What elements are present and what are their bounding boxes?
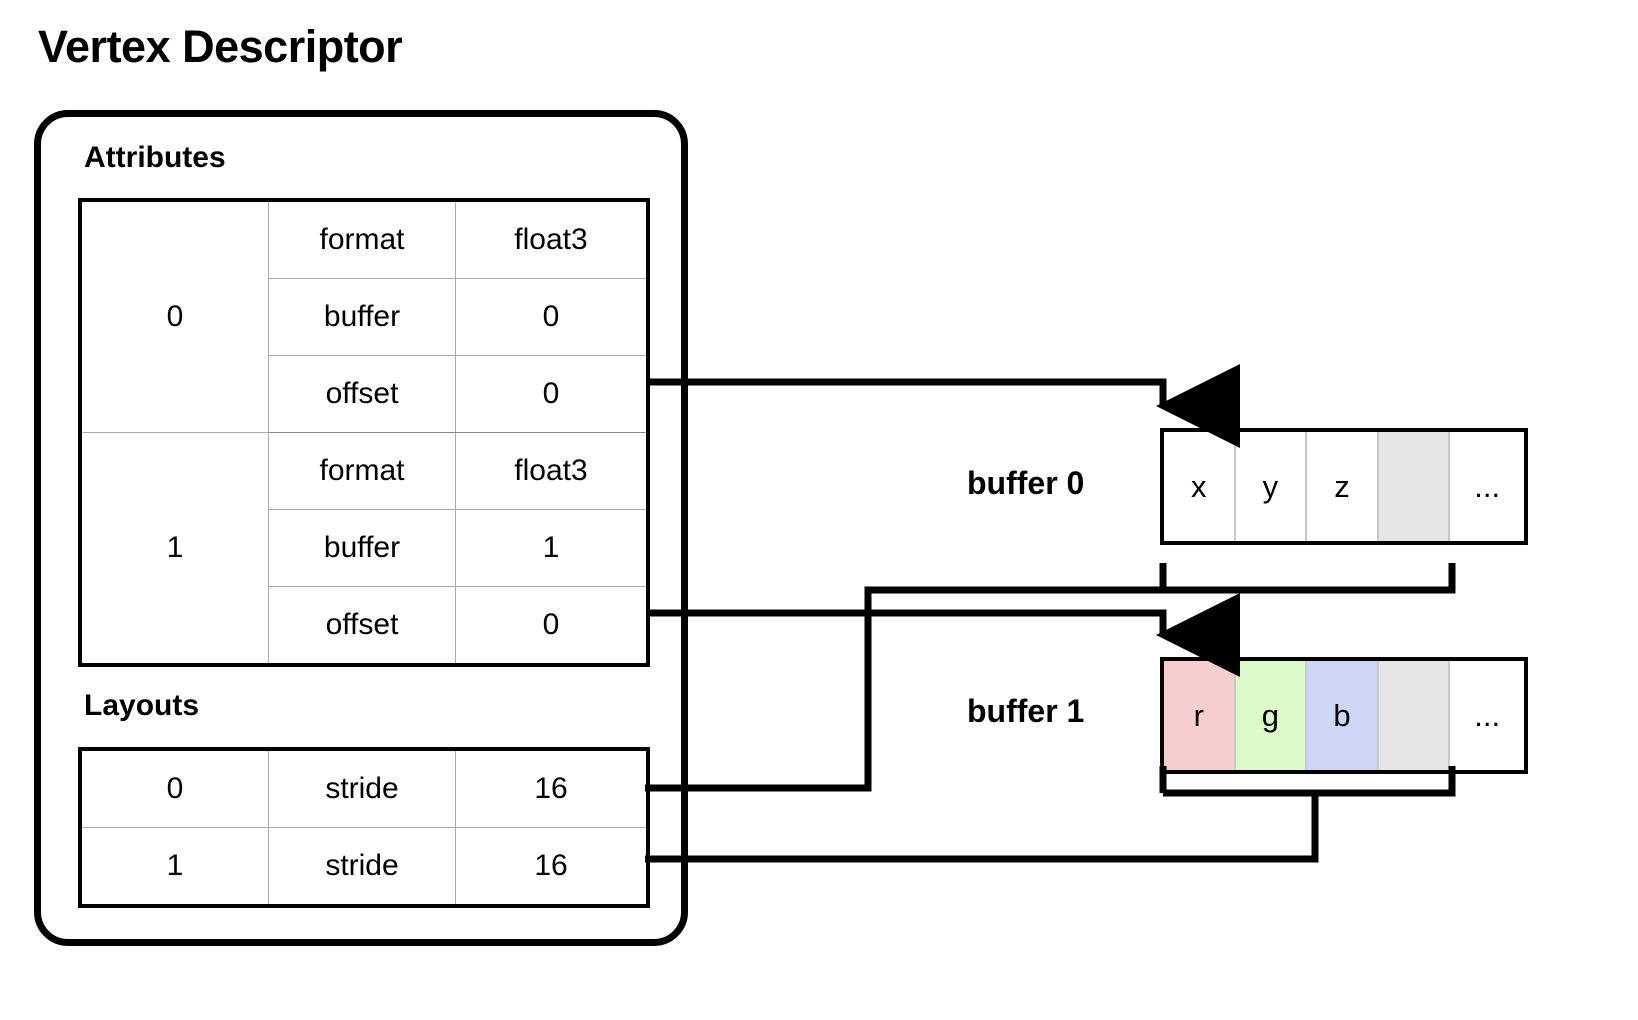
layout-1-index: 1 bbox=[79, 827, 269, 907]
table-row: buffer 0 bbox=[80, 278, 649, 356]
buffer-1-label: buffer 1 bbox=[967, 693, 1085, 729]
attribute-1-buffer-value: 1 bbox=[455, 509, 649, 587]
layouts-heading: Layouts bbox=[84, 689, 200, 722]
buffer-1-cell-padding bbox=[1378, 661, 1451, 770]
attribute-1-format-label: format bbox=[268, 432, 456, 510]
table-row: offset 0 bbox=[80, 586, 649, 666]
attribute-1-offset-label: offset bbox=[268, 586, 456, 666]
connector-attr1-offset-to-buffer1 bbox=[648, 593, 1240, 677]
buffer-1-cell-r: r bbox=[1164, 661, 1236, 770]
vertex-descriptor-container bbox=[34, 110, 688, 946]
layout-0-index: 0 bbox=[79, 748, 269, 828]
layout-0-value: 16 bbox=[455, 748, 649, 828]
connector-layout1-stride-to-buffer1-stride bbox=[645, 793, 1319, 863]
buffer-1-strip: r g b ... bbox=[1160, 657, 1528, 774]
attribute-1-offset-value: 0 bbox=[455, 586, 649, 666]
attribute-0-buffer-label: buffer bbox=[268, 278, 456, 356]
buffer-0-label: buffer 0 bbox=[967, 465, 1085, 501]
attribute-0-format-label: format bbox=[268, 199, 456, 279]
attribute-0-offset-value: 0 bbox=[455, 355, 649, 433]
attributes-heading: Attributes bbox=[84, 141, 226, 174]
layout-0-property: stride bbox=[268, 748, 456, 828]
buffer-0-cell-z: z bbox=[1307, 432, 1379, 541]
layouts-table: 0 stride 16 1 stride 16 bbox=[78, 747, 650, 908]
attributes-table: 0 format float3 buffer 0 offset 0 1 form… bbox=[78, 198, 650, 667]
connector-attr0-offset-to-buffer0 bbox=[648, 364, 1240, 448]
buffer-0-strip: x y z ... bbox=[1160, 428, 1528, 545]
attribute-0-buffer-value: 0 bbox=[455, 278, 649, 356]
buffer-1-cell-b: b bbox=[1307, 661, 1379, 770]
attribute-index-0: 0 bbox=[79, 199, 269, 433]
attribute-1-format-value: float3 bbox=[455, 432, 649, 510]
buffer-1-cell-g: g bbox=[1235, 661, 1308, 770]
buffer-1-cell-ellipsis: ... bbox=[1450, 661, 1525, 770]
attribute-index-1: 1 bbox=[79, 432, 269, 666]
bracket-buffer0-stride bbox=[1159, 563, 1456, 594]
attribute-0-offset-label: offset bbox=[268, 355, 456, 433]
table-row: 0 format float3 bbox=[79, 199, 649, 433]
table-row: 1 stride 16 bbox=[79, 827, 649, 907]
buffer-0-cell-y: y bbox=[1235, 432, 1308, 541]
buffer-0-cell-padding bbox=[1378, 432, 1451, 541]
attribute-0-format-value: float3 bbox=[455, 199, 649, 279]
buffer-0-cell-ellipsis: ... bbox=[1450, 432, 1525, 541]
table-row: 0 stride 16 bbox=[79, 748, 649, 828]
table-row: buffer 1 bbox=[80, 509, 649, 587]
table-row: 1 format float3 bbox=[79, 432, 649, 666]
layout-1-property: stride bbox=[268, 827, 456, 907]
page-title: Vertex Descriptor bbox=[38, 21, 403, 72]
attribute-1-buffer-label: buffer bbox=[268, 509, 456, 587]
layout-1-value: 16 bbox=[455, 827, 649, 907]
buffer-0-cell-x: x bbox=[1164, 432, 1236, 541]
